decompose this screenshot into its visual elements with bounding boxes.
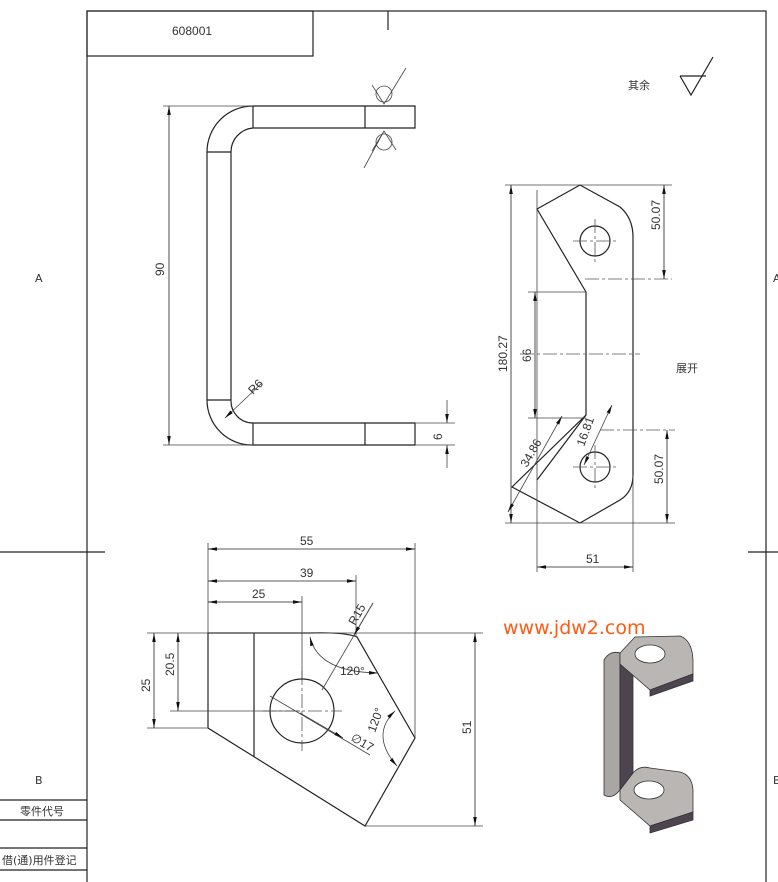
flat-pattern-view: 180.27 50.07 50.07 66 51 16.81 34.86 展开 xyxy=(496,184,698,572)
dim-width: 51 xyxy=(586,552,600,566)
dim-bend-radius: R6 xyxy=(245,376,266,397)
zone-label-b: B xyxy=(35,774,43,787)
title-box: 608001 xyxy=(86,10,314,57)
dim-edge-height: 25 xyxy=(139,678,153,692)
flat-pattern-label: 展开 xyxy=(676,362,698,375)
dim-bend-width: 16.81 xyxy=(574,415,598,448)
dim-end-length-bottom: 50.07 xyxy=(652,454,666,484)
roughness-label: 其余 xyxy=(628,78,650,92)
dim-thickness: 6 xyxy=(431,433,445,440)
drawing-frame xyxy=(0,10,778,882)
dim-hole-offset-x: 25 xyxy=(252,587,266,601)
dim-hole-offset-y: 20.5 xyxy=(163,652,177,676)
dim-total-length: 180.27 xyxy=(496,335,510,372)
isometric-3d-view xyxy=(603,635,694,834)
roughness-symbol-icon xyxy=(679,56,714,97)
dim-overall-width: 55 xyxy=(300,534,314,548)
dim-corner-radius: R15 xyxy=(345,601,368,627)
zone-label-a: A xyxy=(35,272,43,285)
zone-label-b-right: B xyxy=(773,774,778,787)
dim-angle-2: 120° xyxy=(365,706,387,734)
dim-height: 90 xyxy=(153,262,167,276)
watermark: www.jdw2.com xyxy=(503,617,646,639)
weld-symbol-icon xyxy=(363,67,407,169)
part-code-label: 零件代号 xyxy=(20,805,64,818)
dim-width-39: 39 xyxy=(300,566,314,580)
dim-angle-1: 120° xyxy=(340,664,365,678)
dim-diagonal: 34.86 xyxy=(517,436,544,469)
drawing-code: 608001 xyxy=(172,24,212,38)
top-view: 55 39 25 20.5 25 51 R15 120° 120° ∅17 xyxy=(139,534,483,827)
dim-overall-height: 51 xyxy=(460,720,474,734)
borrow-register-label: 借(通)用件登记 xyxy=(2,853,77,867)
dim-end-length-top: 50.07 xyxy=(649,200,663,230)
bent-side-view: 90 6 R6 xyxy=(153,67,455,468)
dim-web-length: 66 xyxy=(520,348,534,362)
zone-label-a-right: A xyxy=(773,272,778,285)
dim-hole-diameter: ∅17 xyxy=(349,730,377,754)
side-table: 零件代号 借(通)用件登记 xyxy=(0,799,87,871)
